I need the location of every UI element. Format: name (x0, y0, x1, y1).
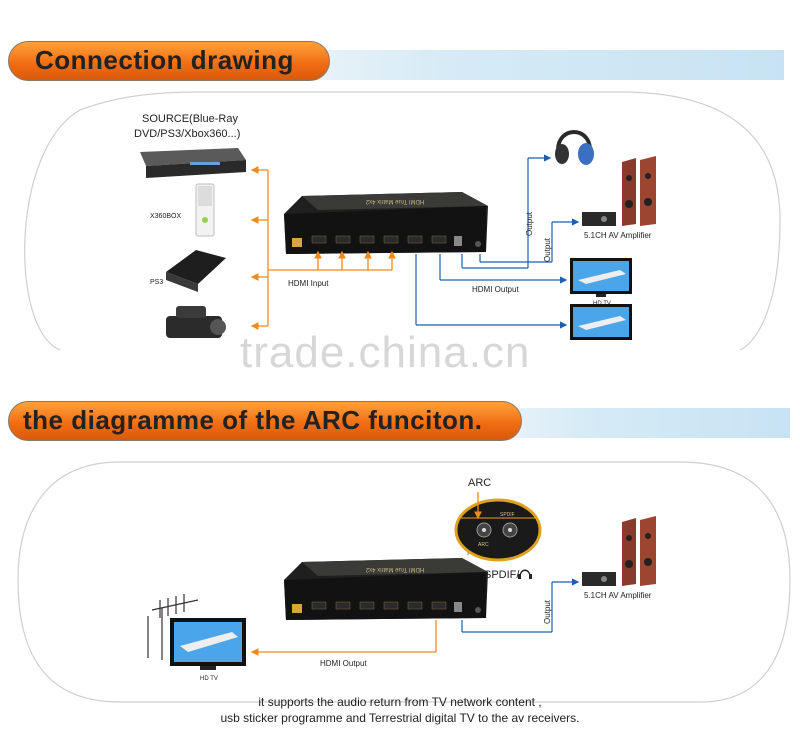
ps3-label: PS3 (150, 279, 163, 286)
hdmi-matrix-device-2: HDMI True Matrix 4x2 (284, 558, 488, 620)
inset-spdif-text: SPDIF (500, 512, 515, 518)
speakers-icon-2 (622, 516, 656, 586)
source-label-line1: SOURCE(Blue-Ray (142, 113, 238, 125)
hdmi-output-label-2: HDMI Output (320, 659, 367, 668)
frame-outline-2 (17, 461, 791, 703)
source-label-line2: DVD/PS3/Xbox360...) (134, 128, 240, 140)
hdtv-label-2: HD TV (200, 676, 218, 682)
bluray-player-icon (140, 148, 246, 178)
section-title-arc: the diagramme of the ARC funciton. (23, 405, 483, 435)
arc-caption-line2: usb sticker programme and Terrestrial di… (220, 711, 580, 725)
section-banner-arc: the diagramme of the ARC funciton. (8, 401, 522, 441)
xbox-label: X360BOX (150, 213, 181, 220)
device-face-text-1: HDMI True Matrix 4x2 (365, 198, 424, 204)
arc-hdmi-line (250, 620, 437, 656)
arc-diagram: HDMI True Matrix 4x2 SPDIF ARC ARC SPDIF… (17, 461, 791, 703)
title-band-1 (300, 50, 784, 80)
hdmi-input-lines (268, 250, 396, 271)
arc-output-line (461, 578, 580, 633)
hdtv-icon-2 (570, 304, 632, 340)
hdmi-matrix-device: HDMI True Matrix 4x2 (284, 192, 488, 254)
amplifier-label-2: 5.1CH AV Amplifier (584, 591, 652, 600)
hdmi-input-label: HDMI Input (288, 279, 329, 288)
watermark: trade.china.cn (240, 328, 531, 377)
output-label-arc: Output (543, 599, 552, 624)
arc-caption-line1: it supports the audio return from TV net… (258, 695, 542, 709)
section-title-connection: Connection drawing (35, 45, 294, 75)
headphone-symbol-icon (518, 569, 532, 579)
amplifier-label-1: 5.1CH AV Amplifier (584, 231, 652, 240)
arc-port-inset: SPDIF ARC (454, 498, 542, 562)
arc-label: ARC (468, 477, 491, 489)
output-label-amplifier: Output (543, 237, 552, 262)
ps3-icon (166, 250, 226, 292)
frame-outline-1 (24, 91, 781, 351)
inset-arc-text: ARC (478, 542, 489, 548)
xbox-icon (195, 183, 215, 237)
section-banner-connection: Connection drawing (8, 41, 330, 81)
output-label-headphone: Output (525, 211, 534, 236)
hdmi-output-label-1: HDMI Output (472, 285, 519, 294)
spdif-label: SPDIF/ (484, 569, 520, 581)
amplifier-icon-2 (582, 572, 616, 586)
amplifier-icon (582, 212, 616, 226)
title-band-2 (500, 408, 790, 438)
camcorder-icon (166, 306, 226, 338)
speakers-icon (622, 156, 656, 226)
hdmi-output-lines (415, 154, 580, 329)
antenna-icon (147, 594, 199, 660)
hdtv-icon-3 (170, 618, 246, 670)
connection-diagram: HDMI True Matrix 4x2 HDMI Input HDMI Out… (24, 91, 781, 351)
source-feed-lines (250, 166, 269, 330)
headphones-icon (555, 130, 594, 165)
device-face-text-2: HDMI True Matrix 4x2 (365, 566, 424, 572)
hdtv-icon-1 (570, 258, 632, 297)
